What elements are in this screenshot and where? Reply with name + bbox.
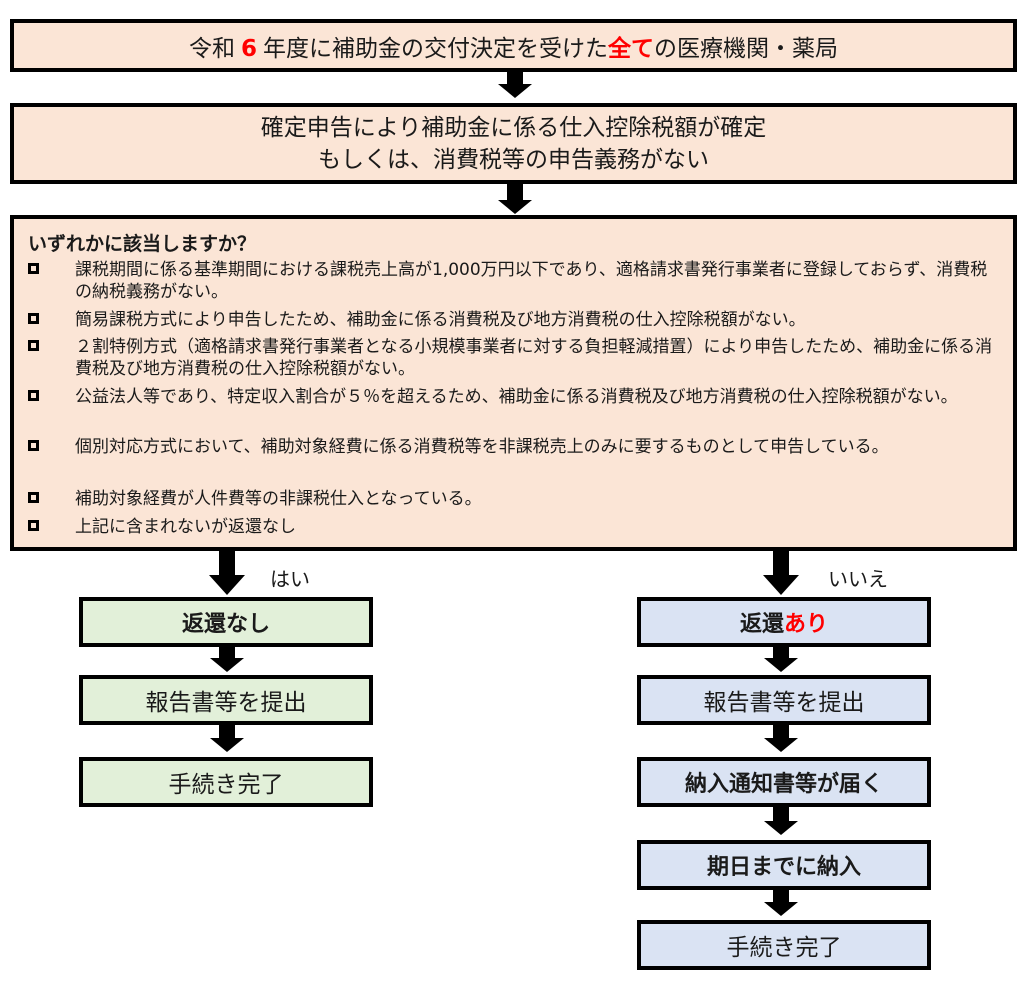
payment-notice-text: 納入通知書等が届く — [684, 772, 883, 797]
procedure-complete-text: 手続き完了 — [168, 772, 284, 798]
submit-report-box: 報告書等を提出 — [637, 675, 931, 725]
checklist-item: 上記に含まれないが返還なし — [28, 516, 1001, 538]
no-refund-text: 返還なし — [181, 612, 270, 637]
tax-confirmation-box: 確定申告により補助金に係る仕入控除税額が確定 もしくは、消費税等の申告義務がない — [10, 103, 1017, 184]
refund-required-text: 返還あり — [740, 606, 828, 638]
no-label: いいえ — [828, 567, 888, 591]
checklist-item: 簡易課税方式により申告したため、補助金に係る消費税及び地方消費税の仕入控除税額が… — [28, 309, 1001, 331]
checkbox-icon[interactable] — [28, 390, 39, 401]
checkbox-icon[interactable] — [28, 340, 39, 351]
eligibility-middle: 年度に補助金の交付決定を受けた — [263, 35, 608, 62]
eligibility-suffix: の医療機関・薬局 — [654, 35, 838, 62]
yes-label: はい — [270, 567, 310, 591]
tax-confirmation-line2: もしくは、消費税等の申告義務がない — [318, 146, 709, 173]
checkbox-icon[interactable] — [28, 263, 39, 274]
checklist-title: いずれかに該当しますか？ — [28, 233, 257, 255]
checklist-item-text: ２割特例方式（適格請求書発行事業者となる小規模事業者に対する負担軽減措置）により… — [75, 337, 993, 379]
no-refund-box: 返還なし — [79, 597, 373, 647]
submit-report-text: 報告書等を提出 — [703, 690, 865, 716]
refund-required-box: 返還あり — [637, 597, 931, 647]
checklist-item-text: 上記に含まれないが返還なし — [75, 517, 296, 537]
submit-report-box: 報告書等を提出 — [79, 675, 373, 725]
refund-required-prefix: 返還 — [739, 612, 784, 637]
checklist-item-text: 個別対応方式において、補助対象経費に係る消費税等を非課税売上のみに要するものとし… — [75, 437, 889, 457]
eligibility-prefix: 令和 — [188, 35, 235, 62]
checklist-item-text: 簡易課税方式により申告したため、補助金に係る消費税及び地方消費税の仕入控除税額が… — [75, 310, 806, 330]
checklist-item: 公益法人等であり、特定収入割合が５％を超えるため、補助金に係る消費税及び地方消費… — [28, 386, 1001, 408]
submit-report-text: 報告書等を提出 — [145, 690, 307, 716]
checklist-item: 補助対象経費が人件費等の非課税仕入となっている。 — [28, 488, 1001, 510]
procedure-complete-text: 手続き完了 — [726, 935, 842, 961]
checklist-item-text: 公益法人等であり、特定収入割合が５％を超えるため、補助金に係る消費税及び地方消費… — [75, 387, 958, 407]
procedure-complete-box: 手続き完了 — [637, 920, 931, 970]
checkbox-icon[interactable] — [28, 520, 39, 531]
conditions-checklist: いずれかに該当しますか？ 課税期間に係る基準期間における課税売上高が1,000万… — [10, 215, 1017, 551]
refund-required-accent: あり — [784, 612, 829, 637]
eligibility-year: 6 — [240, 35, 257, 62]
procedure-complete-box: 手続き完了 — [79, 757, 373, 807]
checkbox-icon[interactable] — [28, 313, 39, 324]
pay-by-deadline-box: 期日までに納入 — [637, 840, 931, 890]
pay-by-deadline-text: 期日までに納入 — [706, 855, 861, 880]
eligibility-all: 全て — [608, 35, 654, 62]
checkbox-icon[interactable] — [28, 492, 39, 503]
checklist-item: 課税期間に係る基準期間における課税売上高が1,000万円以下であり、適格請求書発… — [28, 259, 1001, 303]
checklist-item-text: 課税期間に係る基準期間における課税売上高が1,000万円以下であり、適格請求書発… — [75, 260, 988, 302]
checklist-item: 個別対応方式において、補助対象経費に係る消費税等を非課税売上のみに要するものとし… — [28, 436, 1001, 458]
checkbox-icon[interactable] — [28, 440, 39, 451]
tax-confirmation-line1: 確定申告により補助金に係る仕入控除税額が確定 — [260, 114, 767, 141]
checklist-item-text: 補助対象経費が人件費等の非課税仕入となっている。 — [75, 489, 482, 509]
payment-notice-box: 納入通知書等が届く — [637, 757, 931, 807]
checklist-item: ２割特例方式（適格請求書発行事業者となる小規模事業者に対する負担軽減措置）により… — [28, 336, 1001, 380]
